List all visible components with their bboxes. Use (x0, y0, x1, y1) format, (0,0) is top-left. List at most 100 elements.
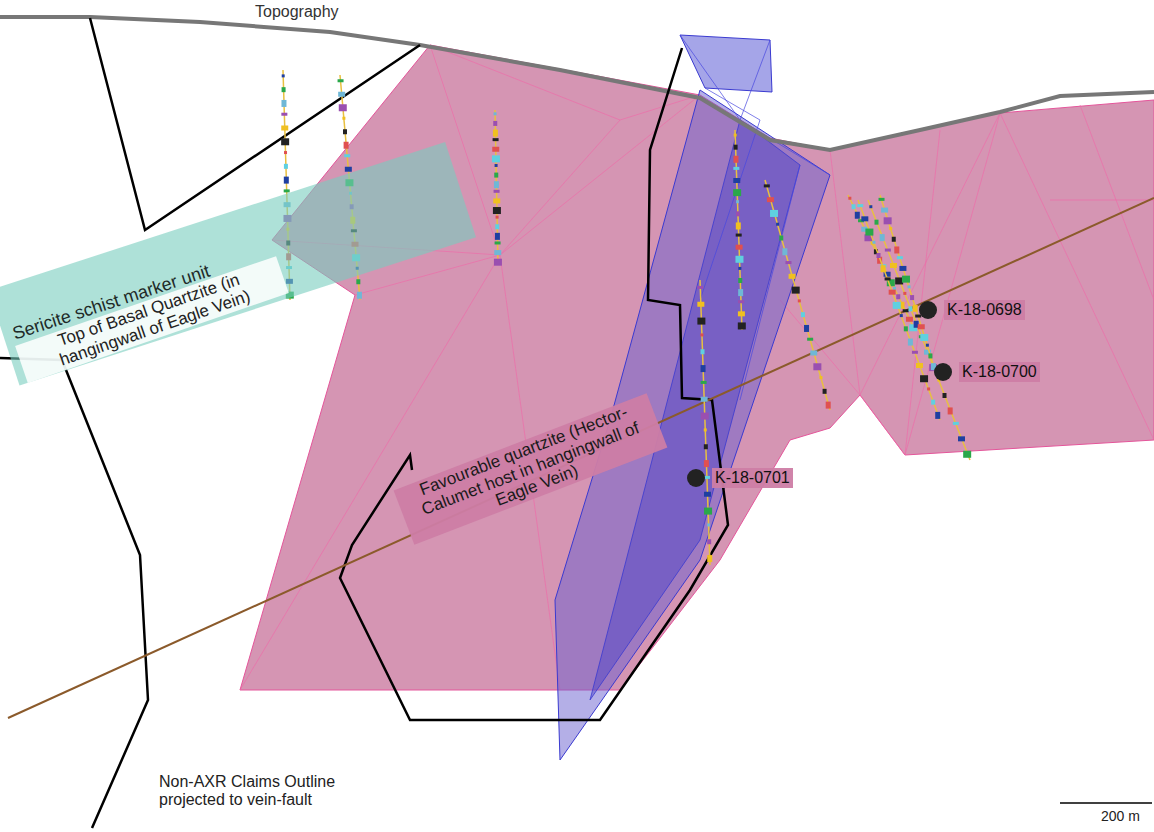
drillhole-interval (798, 299, 801, 302)
drillhole-interval (738, 267, 741, 270)
drillhole-interval (848, 197, 851, 200)
drillhole-interval (897, 256, 903, 259)
drillhole-interval (823, 389, 827, 394)
drillhole-interval (894, 246, 899, 253)
drillhole-interval (494, 112, 497, 115)
drillhole-interval (906, 317, 913, 322)
drillhole-interval (880, 234, 885, 241)
drillhole-interval (918, 324, 925, 329)
drillhole-interval (881, 208, 888, 213)
drillhole-interval (896, 294, 900, 299)
scale-label: 200 m (1098, 808, 1143, 825)
drillholes (281, 70, 971, 565)
drillhole-label: K-18-0701 (712, 468, 793, 488)
drillhole-interval (963, 451, 971, 458)
drillhole-interval (792, 287, 800, 294)
drillhole-interval (344, 142, 349, 149)
drillhole-interval (813, 363, 821, 370)
drillhole-interval (890, 263, 897, 268)
drillhole-interval (877, 253, 881, 258)
topography-line (0, 17, 1154, 150)
drillhole-interval (884, 217, 892, 224)
drillhole-interval (344, 154, 350, 157)
drillhole-interval (738, 322, 746, 329)
drillhole-interval (931, 400, 935, 405)
drillhole-interval (893, 287, 896, 290)
drillhole-interval (697, 302, 704, 307)
drillhole-interval (909, 306, 913, 311)
drillhole-interval (357, 292, 362, 299)
drillhole-interval (804, 325, 809, 332)
drillhole-interval (735, 256, 743, 263)
drillhole-interval (701, 381, 707, 384)
drillhole-interval (492, 155, 500, 162)
drillhole-interval (734, 145, 738, 150)
drillhole-interval (492, 147, 499, 152)
drillhole-interval (736, 245, 743, 250)
drillhole-interval (920, 375, 928, 382)
drillhole-interval (734, 134, 737, 137)
drillhole-interval (736, 222, 741, 229)
drillhole-trace (858, 200, 940, 420)
drillhole-interval (910, 295, 914, 300)
drillhole-interval (903, 309, 909, 312)
drillhole-interval (958, 436, 965, 441)
drillhole-interval (915, 315, 921, 318)
drillhole-interval (779, 236, 783, 241)
drillhole-interval (885, 277, 891, 280)
drillhole-interval (892, 237, 896, 242)
drillhole-interval (284, 164, 288, 169)
drillhole-interval (701, 365, 706, 372)
drillhole-interval (700, 333, 703, 336)
drillhole-interval (493, 198, 500, 203)
drillhole-interval (697, 286, 703, 289)
drillhole-interval (819, 376, 822, 379)
drillhole-interval (920, 334, 928, 341)
drillhole-interval (826, 402, 831, 409)
drillhole-interval (875, 220, 879, 225)
drillhole-interval (855, 212, 860, 219)
drillhole-interval (495, 241, 501, 244)
drillhole-interval (345, 167, 352, 172)
drillhole-interval (738, 278, 742, 283)
drillhole-interval (495, 164, 498, 167)
drillhole-interval (893, 302, 901, 309)
drillhole-interval (338, 79, 344, 82)
drillhole-interval (736, 211, 740, 216)
drillhole-interval (943, 393, 947, 398)
drillhole-interval (789, 274, 796, 279)
drillhole-trace (880, 195, 935, 370)
drillhole-interval (282, 74, 285, 77)
drillhole-interval (801, 312, 805, 317)
drillhole-interval (281, 126, 288, 131)
drillhole-interval (494, 173, 498, 178)
drillhole-interval (707, 555, 712, 562)
drillhole-interval (935, 412, 940, 419)
drillhole-interval (493, 130, 498, 137)
collar-points (687, 301, 952, 487)
drillhole-interval (707, 523, 710, 526)
scale-bar (1060, 802, 1152, 804)
drillhole-trace (765, 180, 830, 410)
drillhole-interval (899, 266, 906, 271)
drillhole-interval (895, 277, 903, 284)
drillhole-interval (857, 204, 863, 207)
drillhole-interval (495, 224, 499, 229)
drillhole-interval (704, 508, 712, 515)
drillhole-interval (704, 460, 709, 467)
drillhole-interval (733, 189, 741, 196)
drillhole-interval (284, 151, 287, 154)
drillhole-interval (865, 229, 873, 236)
drillhole-interval (738, 300, 744, 303)
drillhole-interval (902, 276, 910, 283)
drillhole-interval (701, 349, 705, 354)
drillhole-interval (885, 249, 891, 252)
drillhole-interval (782, 248, 787, 255)
drillhole-interval (281, 100, 286, 107)
drillhole-interval (767, 197, 774, 202)
drillhole-interval (493, 121, 497, 126)
drillhole-interval (339, 104, 347, 111)
drillhole-interval (908, 339, 913, 346)
drillhole-interval (903, 292, 906, 295)
